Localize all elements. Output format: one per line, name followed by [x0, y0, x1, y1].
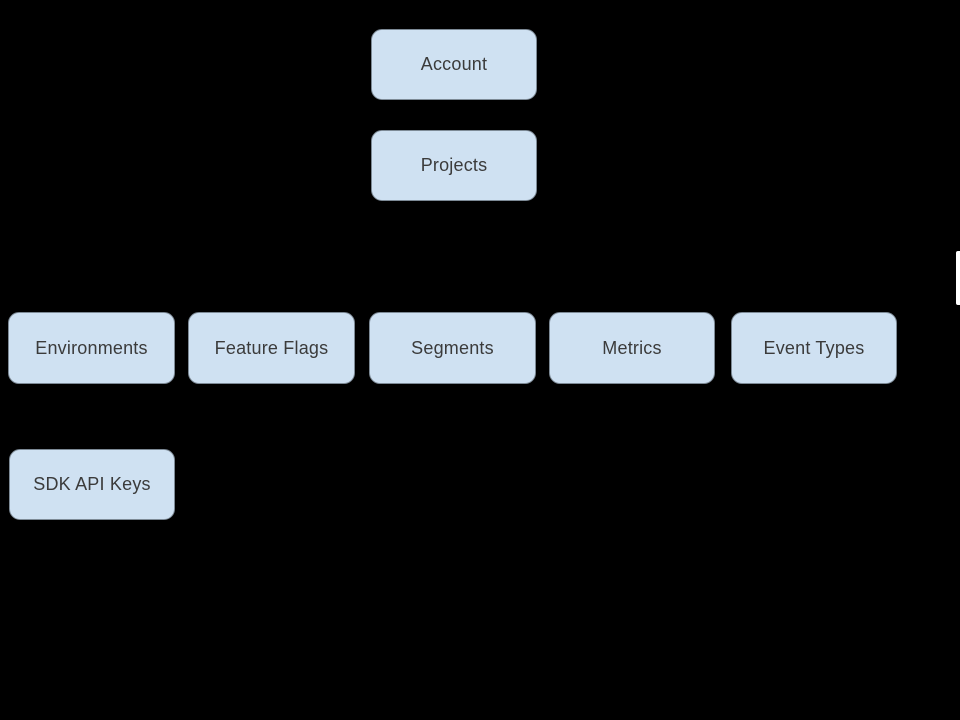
node-metrics-label: Metrics: [602, 337, 662, 358]
node-projects-label: Projects: [420, 155, 488, 175]
node-sdk-api-keys[interactable]: SDK API Keys: [9, 449, 175, 520]
node-environments-label: Environments: [35, 337, 148, 358]
node-feature-flags-label: Feature Flags: [214, 337, 329, 358]
clipped-edge-shape: [956, 251, 960, 305]
node-event-types-label: Event Types: [763, 337, 865, 358]
node-event-types[interactable]: Event Types: [731, 312, 897, 384]
node-environments[interactable]: Environments: [8, 312, 175, 384]
node-segments-label: Segments: [411, 337, 494, 358]
node-sdk-api-keys-label: SDK API Keys: [33, 474, 151, 494]
node-projects[interactable]: Projects: [371, 130, 537, 201]
node-feature-flags[interactable]: Feature Flags: [188, 312, 355, 384]
node-metrics[interactable]: Metrics: [549, 312, 715, 384]
node-segments[interactable]: Segments: [369, 312, 536, 384]
node-account[interactable]: Account: [371, 29, 537, 100]
node-account-label: Account: [420, 54, 488, 74]
